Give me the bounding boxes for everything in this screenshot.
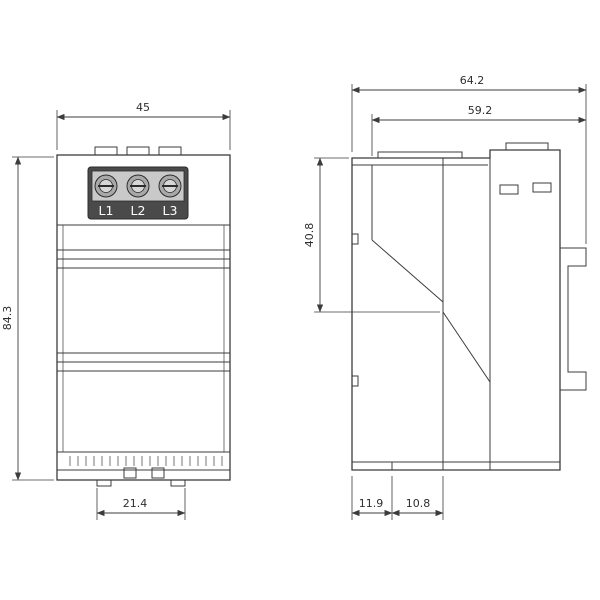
- dim-body-depth-label: 59.2: [468, 104, 493, 117]
- side-internal-lines: [352, 158, 560, 470]
- front-dimensions: 45 84.3 21.4: [1, 101, 231, 520]
- side-vent-slot-2: [532, 182, 552, 193]
- front-foot-ribs: [69, 456, 223, 466]
- front-foot-window-left: [123, 467, 137, 479]
- dim-width-extensions: [56, 110, 231, 150]
- side-left-notches: [352, 233, 359, 387]
- terminal-label-l2: L2: [131, 203, 146, 218]
- side-view: [351, 142, 587, 471]
- dim-overall-depth-extensions: [351, 84, 587, 244]
- front-foot-window-right: [151, 467, 165, 479]
- screw-terminal-1: [94, 174, 118, 198]
- dim-foot-right-label: 10.8: [406, 497, 431, 510]
- screw-terminal-3: [158, 174, 182, 198]
- side-vent-slot-1: [499, 184, 519, 195]
- dim-overall-depth-label: 64.2: [460, 74, 485, 87]
- dim-foot-label: 21.4: [123, 497, 148, 510]
- dim-width-label: 45: [136, 101, 150, 114]
- dim-front-height-extensions: [314, 157, 440, 313]
- dim-foot-left-label: 11.9: [359, 497, 384, 510]
- dim-height-label: 84.3: [1, 306, 14, 331]
- screw-terminal-2: [126, 174, 150, 198]
- side-dimensions: 64.2 59.2 40.8 11.9 10.8: [303, 74, 587, 520]
- front-foot-tabs: [96, 480, 186, 487]
- side-top-details: [352, 142, 549, 166]
- din-rail-clip-profile: [560, 247, 587, 391]
- front-body-outline: [56, 154, 231, 481]
- front-view: L1 L2 L3: [56, 146, 231, 487]
- side-slope-lines: [371, 239, 491, 383]
- front-top-tabs: [94, 146, 182, 155]
- front-housing-seams: [57, 224, 230, 471]
- dim-front-height-label: 40.8: [303, 223, 316, 248]
- terminal-label-l1: L1: [99, 203, 114, 218]
- side-body-outline: [351, 149, 561, 471]
- terminal-block: L1 L2 L3: [87, 166, 189, 220]
- terminal-label-l3: L3: [163, 203, 178, 218]
- front-inner-walls: [62, 225, 225, 452]
